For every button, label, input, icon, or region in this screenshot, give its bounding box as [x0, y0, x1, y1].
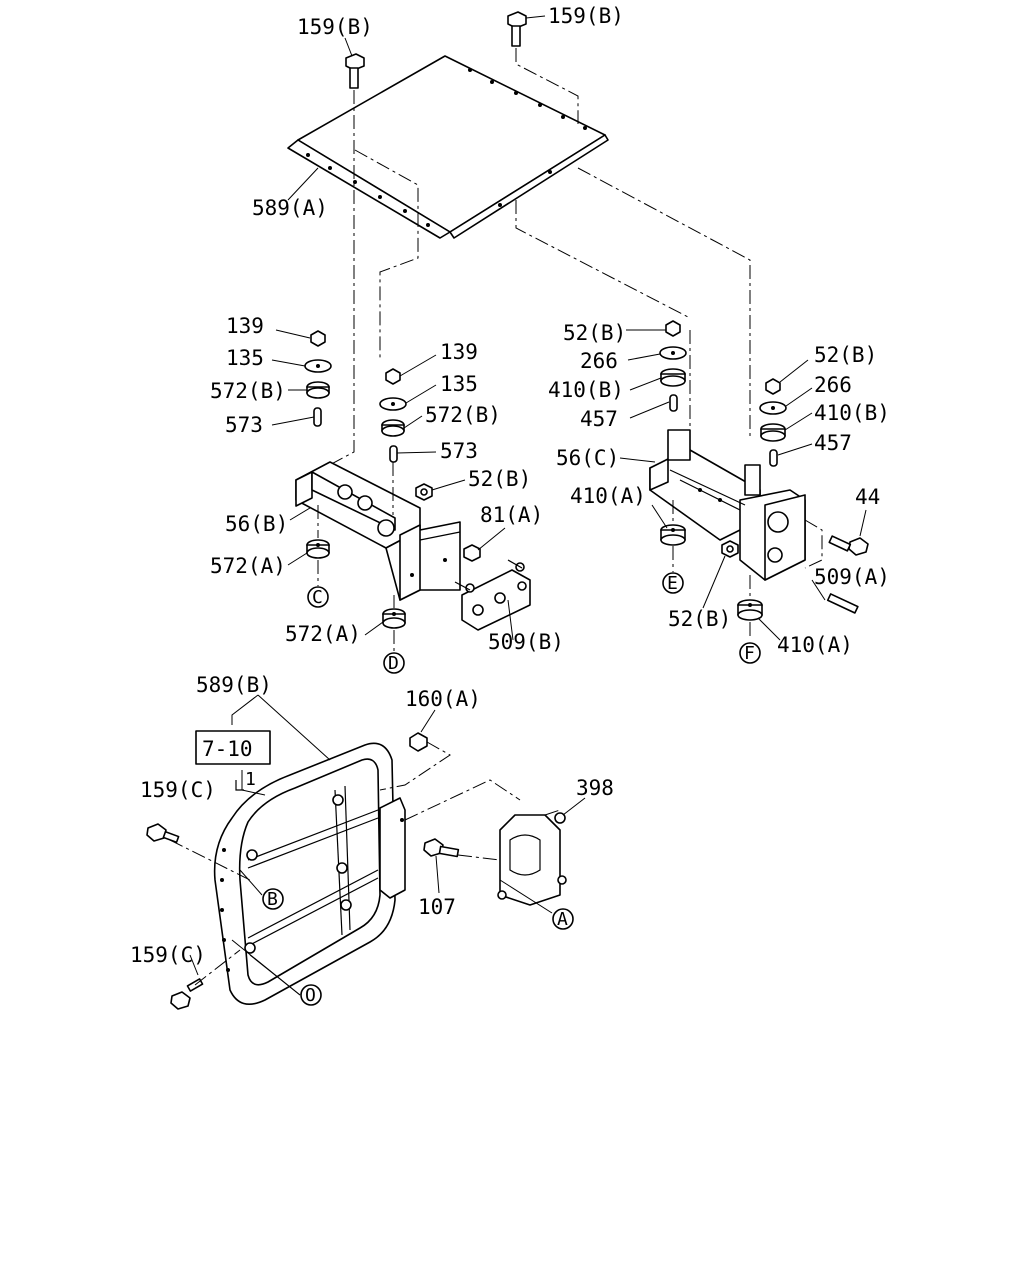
nut-81a	[463, 544, 481, 562]
label-457-2: 457	[814, 431, 852, 455]
label-573-1: 573	[225, 413, 263, 437]
label-266-1: 266	[580, 349, 618, 373]
label-81a: 81(A)	[480, 503, 543, 527]
cover-plate-589a	[287, 55, 609, 239]
label-139-1: 139	[226, 314, 264, 338]
label-52b-1: 52(B)	[468, 467, 531, 491]
leader-lines	[189, 15, 867, 996]
right-mount-stack-1	[659, 320, 687, 412]
callouts: C D E F B A O	[262, 572, 761, 1006]
stud-509a	[826, 593, 859, 614]
label-410a-1: 410(A)	[570, 484, 646, 508]
label-410a-2: 410(A)	[777, 633, 853, 657]
assembly-lines-bottom	[169, 741, 561, 986]
mount-410a-right-1	[660, 524, 686, 546]
bolt-159b-right	[507, 11, 527, 47]
callout-c: C	[312, 587, 323, 608]
nut-52b-right	[721, 540, 739, 558]
label-398: 398	[576, 776, 614, 800]
nut-160a	[409, 732, 428, 752]
left-mount-stack-2	[379, 368, 407, 463]
bracket-398	[497, 812, 567, 906]
assembly-lines-right	[672, 500, 823, 640]
label-159c-2: 159(C)	[130, 943, 206, 967]
label-139-2: 139	[440, 340, 478, 364]
reference-box-7-10: 7-10 1	[195, 730, 271, 791]
bracket-56c	[649, 429, 806, 581]
bracket-56b	[295, 461, 461, 601]
label-572b-1: 572(B)	[210, 379, 286, 403]
label-572b-2: 572(B)	[425, 403, 501, 427]
mount-572a-left-1	[306, 539, 330, 559]
label-135-1: 135	[226, 346, 264, 370]
callout-o: O	[305, 985, 316, 1006]
label-573-2: 573	[440, 439, 478, 463]
label-160a: 160(A)	[405, 687, 481, 711]
label-589a: 589(A)	[252, 196, 328, 220]
label-572a-2: 572(A)	[285, 622, 361, 646]
part-labels: 159(B) 159(B) 589(A) 139 135 572(B) 573 …	[130, 4, 890, 967]
callout-a: A	[557, 909, 568, 930]
left-mount-stack-1	[304, 330, 332, 427]
label-56b: 56(B)	[225, 512, 288, 536]
label-44: 44	[855, 485, 880, 509]
callout-b: B	[267, 889, 278, 910]
bolt-159b-left	[345, 53, 365, 89]
label-410b-1: 410(B)	[548, 378, 624, 402]
label-266-2: 266	[814, 373, 852, 397]
label-56c: 56(C)	[556, 446, 619, 470]
label-107: 107	[418, 895, 456, 919]
callout-f: F	[744, 643, 755, 664]
mount-572a-left-2	[382, 608, 406, 629]
label-457-1: 457	[580, 407, 618, 431]
label-52b-4: 52(B)	[668, 607, 731, 631]
bolt-44	[828, 535, 869, 556]
label-52b-2: 52(B)	[563, 321, 626, 345]
label-159c-1: 159(C)	[140, 778, 216, 802]
frame-589b	[213, 742, 406, 1006]
bolt-159c-top	[146, 823, 180, 844]
label-589b: 589(B)	[196, 673, 272, 697]
label-159b-1: 159(B)	[297, 15, 373, 39]
assembly-lines-left	[317, 462, 395, 652]
right-mount-stack-2	[759, 378, 787, 467]
mount-410a-right-2	[737, 599, 763, 621]
label-509a: 509(A)	[814, 565, 890, 589]
label-52b-3: 52(B)	[814, 343, 877, 367]
label-159b-2: 159(B)	[548, 4, 624, 28]
label-509b: 509(B)	[488, 630, 564, 654]
label-7-10: 7-10	[202, 737, 253, 761]
ref-marker-1: 1	[245, 769, 256, 790]
label-135-2: 135	[440, 372, 478, 396]
label-410b-2: 410(B)	[814, 401, 890, 425]
callout-e: E	[667, 573, 678, 594]
bolt-107	[423, 838, 460, 858]
bracket-509b	[454, 559, 531, 631]
callout-d: D	[388, 653, 399, 674]
label-572a-1: 572(A)	[210, 554, 286, 578]
nut-52b-left	[415, 483, 433, 501]
